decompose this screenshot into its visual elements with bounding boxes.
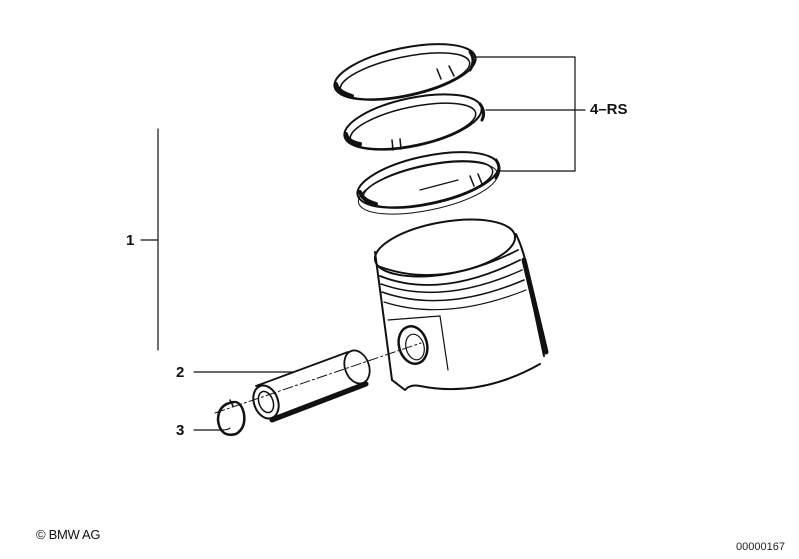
piston-ring-bottom [356, 151, 501, 215]
piston-ring-middle [343, 93, 486, 151]
circlip [216, 399, 246, 436]
pin-axis-line [214, 342, 422, 414]
callout-4-rs-label[interactable]: 4–RS [590, 101, 628, 118]
ring-set-bracket [471, 56, 586, 172]
drawing-number: 00000167 [736, 541, 785, 553]
piston [373, 218, 549, 391]
callout-2-label[interactable]: 2 [176, 364, 185, 381]
piston-ring-top [333, 43, 477, 101]
piston-pin [252, 349, 371, 423]
callout-1-label[interactable]: 1 [126, 232, 135, 249]
callout-3-label[interactable]: 3 [176, 422, 185, 439]
callout-1-bracket [140, 128, 159, 351]
copyright-notice: © BMW AG [36, 527, 101, 542]
callout-3-leader [193, 427, 231, 431]
